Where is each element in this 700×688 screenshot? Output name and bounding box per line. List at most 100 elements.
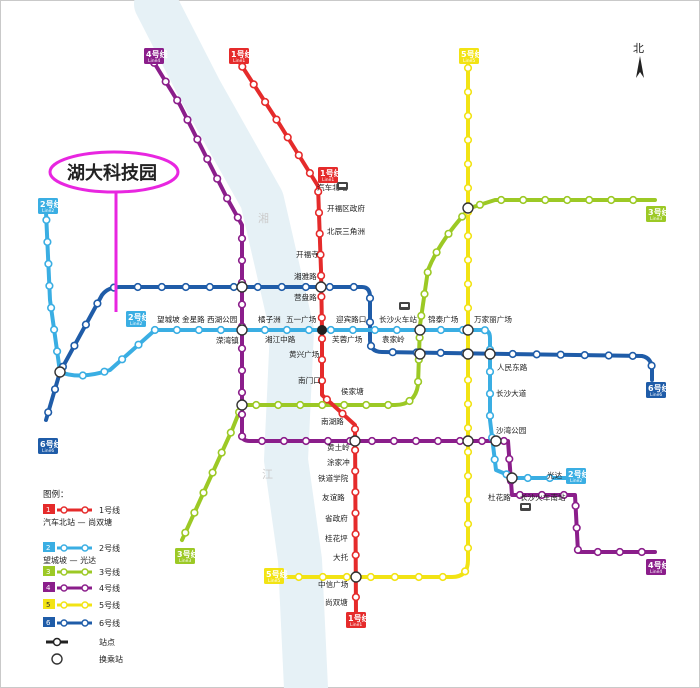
station-dot[interactable]	[485, 367, 495, 376]
station-dot[interactable]	[436, 348, 445, 358]
station-dot[interactable]	[317, 292, 326, 301]
station-dot[interactable]	[463, 543, 473, 553]
station-dot[interactable]	[217, 448, 226, 457]
station-dot[interactable]	[463, 471, 473, 481]
station-dot[interactable]	[384, 400, 393, 410]
station-dot[interactable]	[433, 436, 443, 446]
station-dot[interactable]	[272, 115, 281, 124]
station-dot[interactable]	[463, 495, 473, 505]
station-dot[interactable]	[301, 282, 310, 292]
station-dot[interactable]	[173, 96, 182, 105]
station-dot[interactable]	[604, 351, 613, 360]
station-label[interactable]: 人民东路	[497, 362, 528, 372]
station-dot[interactable]	[414, 572, 423, 582]
station-dot[interactable]	[463, 375, 473, 385]
station-dot[interactable]	[365, 318, 375, 327]
station-dot[interactable]	[261, 97, 270, 107]
station-dot[interactable]	[444, 229, 453, 238]
station-dot[interactable]	[190, 508, 199, 517]
station-dot[interactable]	[458, 212, 467, 221]
station-label[interactable]: 金星路	[182, 314, 205, 324]
station-label[interactable]: 汽车北站	[317, 182, 348, 192]
station-dot[interactable]	[362, 400, 371, 410]
station-dot[interactable]	[463, 399, 473, 409]
station-dot[interactable]	[172, 325, 181, 335]
station-dot[interactable]	[317, 334, 327, 343]
station-dot[interactable]	[42, 215, 51, 225]
station-label[interactable]: 营盘路	[294, 292, 317, 302]
station-dot[interactable]	[390, 572, 399, 582]
station-label[interactable]: 溁湾镇	[216, 335, 239, 345]
station-dot[interactable]	[283, 133, 292, 142]
station-dot[interactable]	[226, 428, 235, 437]
station-dot[interactable]	[229, 282, 238, 292]
station-dot[interactable]	[216, 325, 225, 335]
station-dot[interactable]	[213, 174, 222, 183]
station-dot[interactable]	[366, 572, 375, 582]
station-label[interactable]: 湘江中路	[265, 334, 296, 344]
station-label[interactable]: 北辰三角洲	[327, 226, 365, 236]
station-dot[interactable]	[237, 234, 247, 243]
station-dot[interactable]	[317, 271, 326, 280]
station-dot[interactable]	[485, 411, 495, 420]
station-dot[interactable]	[314, 187, 323, 196]
station-dot[interactable]	[294, 572, 303, 582]
station-dot[interactable]	[93, 299, 102, 308]
station-dot[interactable]	[477, 436, 487, 446]
station-dot[interactable]	[208, 468, 217, 477]
station-dot[interactable]	[45, 281, 54, 291]
station-label[interactable]: 长沙火车南站	[520, 492, 566, 502]
station-dot[interactable]	[417, 311, 426, 320]
station-label[interactable]: 南门口	[298, 375, 321, 385]
station-label[interactable]: 湘雅路	[294, 271, 317, 281]
station-label[interactable]: 长沙火车站	[379, 314, 417, 324]
station-dot[interactable]	[515, 490, 525, 500]
station-label[interactable]: 铁道学院	[318, 473, 349, 483]
station-dot[interactable]	[237, 344, 247, 353]
station-label[interactable]: 友谊路	[322, 492, 345, 502]
station-dot[interactable]	[322, 395, 332, 404]
station-dot[interactable]	[305, 169, 315, 178]
station-dot[interactable]	[314, 208, 324, 217]
station-dot[interactable]	[223, 194, 232, 203]
station-dot[interactable]	[316, 250, 325, 259]
station-dot[interactable]	[325, 282, 334, 292]
station-label[interactable]: 南湖路	[321, 416, 344, 426]
station-dot[interactable]	[237, 388, 247, 397]
station-dot[interactable]	[637, 547, 646, 557]
station-label[interactable]: 中信广场	[318, 579, 349, 589]
station-label[interactable]: 黄土岭	[327, 442, 350, 452]
station-label[interactable]: 杜花路	[488, 492, 511, 502]
station-dot[interactable]	[199, 488, 208, 497]
station-dot[interactable]	[282, 325, 292, 335]
station-dot[interactable]	[203, 154, 212, 164]
station-dot[interactable]	[304, 325, 314, 335]
station-label[interactable]: 西湖公园	[207, 315, 237, 324]
station-dot[interactable]	[49, 325, 59, 334]
station-dot[interactable]	[461, 567, 470, 576]
station-label[interactable]: 万家丽广场	[474, 314, 512, 324]
station-dot[interactable]	[432, 248, 441, 257]
station-dot[interactable]	[580, 351, 589, 360]
station-dot[interactable]	[44, 408, 53, 417]
station-dot[interactable]	[294, 151, 303, 160]
station-dot[interactable]	[237, 300, 247, 309]
station-dot[interactable]	[81, 320, 90, 329]
station-dot[interactable]	[233, 213, 242, 222]
station-dot[interactable]	[351, 446, 360, 455]
station-dot[interactable]	[238, 432, 247, 441]
station-dot[interactable]	[389, 436, 399, 446]
station-dot[interactable]	[411, 436, 421, 446]
station-dot[interactable]	[274, 400, 283, 410]
station-dot[interactable]	[157, 282, 166, 292]
station-dot[interactable]	[277, 282, 286, 292]
station-label[interactable]: 侯家塘	[341, 386, 364, 396]
station-label[interactable]: 涂家冲	[327, 457, 350, 467]
station-dot[interactable]	[463, 63, 473, 73]
station-label[interactable]: 开福寺	[296, 250, 319, 259]
station-dot[interactable]	[532, 350, 541, 359]
station-dot[interactable]	[537, 490, 547, 500]
station-dot[interactable]	[647, 361, 656, 370]
station-dot[interactable]	[463, 519, 473, 529]
station-dot[interactable]	[323, 436, 333, 446]
